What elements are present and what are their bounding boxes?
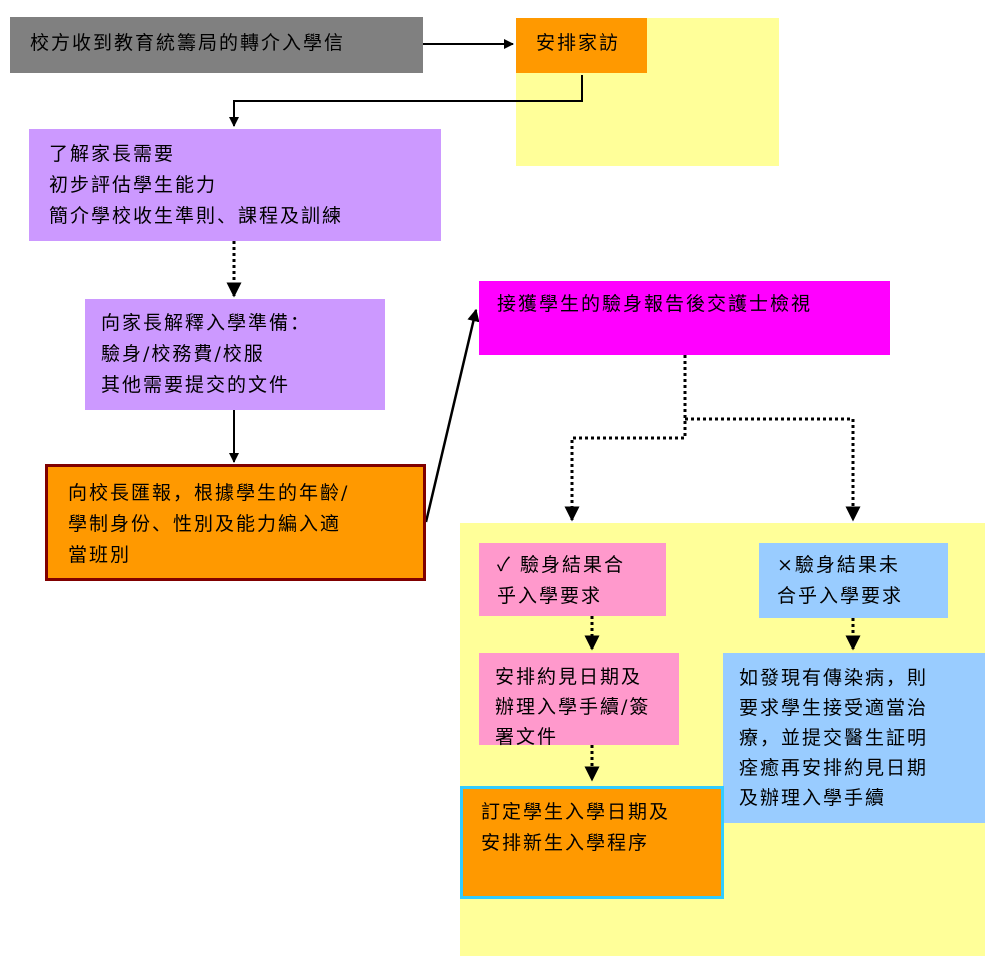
node-text: 當班別 — [68, 544, 132, 566]
check-icon: ✓ — [497, 554, 512, 576]
node-text: 乎入學要求 — [497, 585, 603, 607]
node-text: 署文件 — [495, 726, 559, 748]
node-text: 簡介學校收生準則、課程及訓練 — [49, 205, 344, 227]
node-infectious-disease: 如發現有傳染病，則 要求學生接受適當治 療，並提交醫生証明 痊癒再安排約見日期 … — [723, 653, 985, 823]
node-meets-requirement: ✓ 驗身結果合 乎入學要求 — [479, 543, 666, 616]
node-text: 接獲學生的驗身報告後交護士檢視 — [497, 293, 813, 315]
node-text: 如發現有傳染病，則 — [739, 667, 929, 689]
node-text: ✓ 驗身結果合 — [497, 550, 666, 581]
node-text: 訂定學生入學日期及 — [481, 801, 671, 823]
node-report-principal: 向校長匯報，根據學生的年齡/ 學制身份、性別及能力編入適 當班別 — [45, 464, 426, 581]
node-text: 安排新生入學程序 — [481, 832, 650, 854]
node-understand-needs: 了解家長需要 初步評估學生能力 簡介學校收生準則、課程及訓練 — [29, 129, 441, 241]
node-text: 痊癒再安排約見日期 — [739, 757, 929, 779]
cross-icon: × — [777, 554, 795, 576]
node-text: 了解家長需要 — [49, 143, 176, 165]
node-referral: 校方收到教育統籌局的轉介入學信 — [10, 17, 423, 73]
node-explain-prep: 向家長解釋入學準備： 驗身/校務費/校服 其他需要提交的文件 — [85, 299, 385, 410]
node-text-part: 驗身結果未 — [794, 554, 900, 576]
node-set-date: 訂定學生入學日期及 安排新生入學程序 — [460, 786, 724, 899]
node-text: 其他需要提交的文件 — [101, 374, 291, 396]
node-text: ×驗身結果未 — [777, 550, 948, 581]
arrow-report-to-nurse — [424, 308, 480, 523]
node-text: 向校長匯報，根據學生的年齡/ — [68, 482, 350, 504]
node-not-meet-requirement: ×驗身結果未 合乎入學要求 — [759, 543, 948, 618]
node-text: 初步評估學生能力 — [49, 174, 218, 196]
node-text: 安排約見日期及 — [495, 666, 643, 688]
node-text: 要求學生接受適當治 — [739, 697, 929, 719]
node-text: 驗身/校務費/校服 — [101, 343, 265, 365]
node-text: 向家長解釋入學準備： — [101, 312, 312, 334]
node-text: 合乎入學要求 — [777, 585, 904, 607]
node-text: 辦理入學手續/簽 — [495, 696, 651, 718]
node-text-part: 驗身結果合 — [520, 554, 626, 576]
arrow-nurse-split-stem — [564, 325, 687, 522]
node-home-visit: 安排家訪 — [516, 18, 647, 73]
arrow-visit-to-needs — [229, 75, 583, 127]
node-text: 及辦理入學手續 — [739, 787, 887, 809]
arrow-nurse-to-not-meet — [685, 417, 861, 522]
node-text: 安排家訪 — [536, 32, 621, 54]
node-text: 校方收到教育統籌局的轉介入學信 — [30, 32, 346, 54]
node-text: 療，並提交醫生証明 — [739, 727, 929, 749]
node-text: 學制身份、性別及能力編入適 — [68, 513, 342, 535]
node-nurse-check: 接獲學生的驗身報告後交護士檢視 — [479, 281, 890, 355]
node-arrange-appointment: 安排約見日期及 辦理入學手續/簽 署文件 — [479, 653, 679, 748]
